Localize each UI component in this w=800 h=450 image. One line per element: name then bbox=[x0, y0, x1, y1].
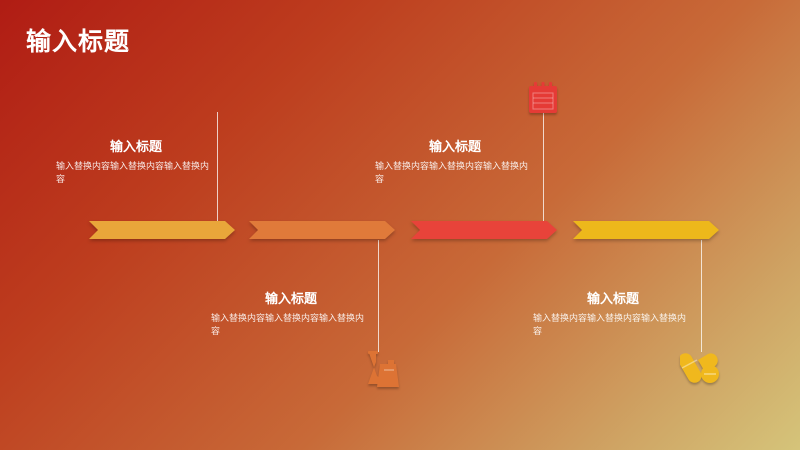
connector-line-3 bbox=[543, 110, 544, 222]
milestone-4-body: 输入替换内容输入替换内容输入替换内容 bbox=[533, 314, 687, 337]
timeline-arrow-3-shape bbox=[411, 221, 557, 239]
timeline-arrow-3 bbox=[411, 221, 557, 239]
connector-line-1 bbox=[217, 112, 218, 222]
slide-title: 输入标题 bbox=[26, 27, 131, 56]
timeline-arrow-1-shape bbox=[89, 221, 235, 239]
timeline-arrow-2 bbox=[249, 221, 395, 239]
milestone-1: 输入标题 输入替换内容输入替换内容输入替换内容 bbox=[56, 136, 216, 187]
milestone-4-heading: 输入标题 bbox=[586, 292, 639, 307]
milestone-3-body: 输入替换内容输入替换内容输入替换内容 bbox=[375, 162, 529, 185]
milestone-2: 输入标题 输入替换内容输入替换内容输入替换内容 bbox=[211, 288, 371, 339]
timeline-arrow-1 bbox=[89, 221, 235, 239]
milestone-4: 输入标题 输入替换内容输入替换内容输入替换内容 bbox=[533, 288, 693, 339]
milestone-1-heading: 输入标题 bbox=[109, 140, 162, 155]
timeline-arrow-4-shape bbox=[573, 221, 719, 239]
milestone-2-heading: 输入标题 bbox=[264, 292, 317, 307]
milestone-2-body: 输入替换内容输入替换内容输入替换内容 bbox=[211, 314, 365, 337]
timeline-arrow-2-shape bbox=[249, 221, 395, 239]
flask-icon bbox=[364, 350, 400, 392]
milestone-3: 输入标题 输入替换内容输入替换内容输入替换内容 bbox=[375, 136, 535, 187]
timeline-arrow-4 bbox=[573, 221, 719, 239]
pill-icon bbox=[678, 346, 724, 390]
milestone-3-heading: 输入标题 bbox=[428, 140, 481, 155]
milestone-1-body: 输入替换内容输入替换内容输入替换内容 bbox=[56, 162, 210, 185]
calendar-icon bbox=[528, 82, 558, 118]
connector-line-4 bbox=[701, 240, 702, 352]
connector-line-2 bbox=[378, 240, 379, 352]
